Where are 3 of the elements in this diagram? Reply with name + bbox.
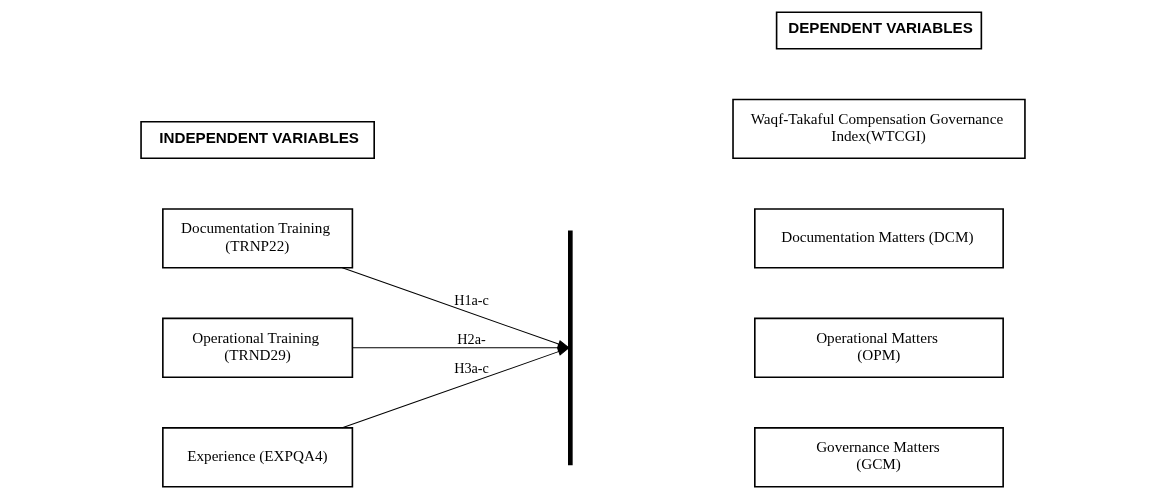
edge-label: H2a-	[456, 330, 486, 347]
edge-label: H3a-c	[453, 360, 489, 377]
edge-label: H1a-c	[453, 292, 489, 309]
